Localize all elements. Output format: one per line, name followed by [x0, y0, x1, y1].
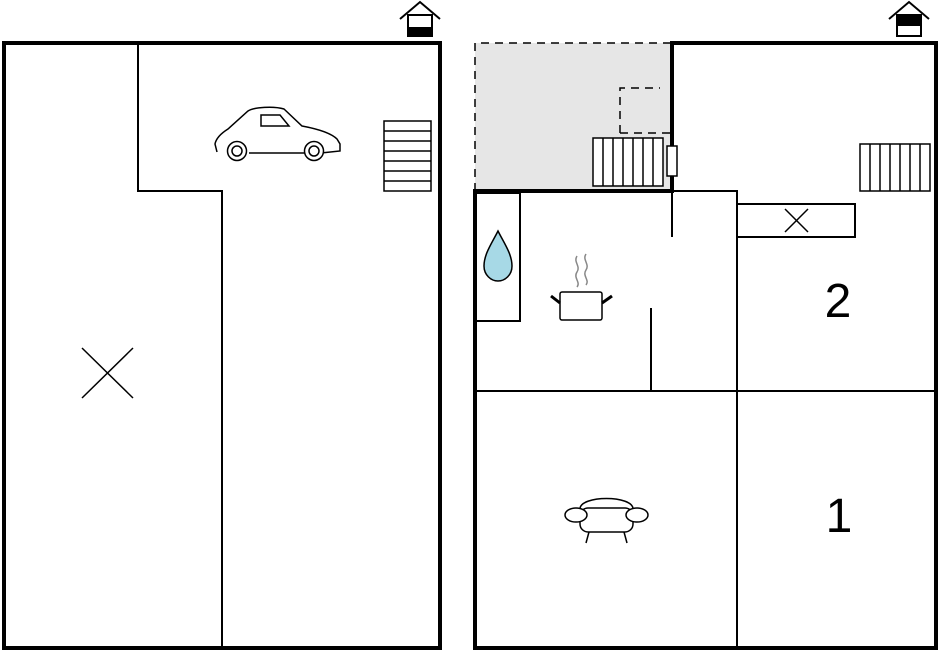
- house-level-icon: [399, 0, 441, 37]
- kitchen-bedroom-wall: [475, 190, 738, 648]
- stairs-icon: [592, 137, 664, 187]
- house-level-icon: [888, 0, 930, 37]
- stairs-icon: [859, 143, 931, 192]
- cooking-pot-icon: [550, 253, 613, 321]
- closet-cross-icon: [737, 203, 856, 238]
- terrace-dashed-border: [474, 42, 672, 191]
- sofa-icon: [564, 497, 649, 544]
- stairs-icon: [383, 120, 432, 192]
- first-floor-plan: 2 1: [473, 0, 938, 650]
- door-frame: [666, 145, 678, 177]
- bathroom-niche: [474, 192, 521, 322]
- room-1-label: 1: [826, 490, 853, 543]
- room-2-label: 2: [825, 275, 852, 328]
- storage-cross-icon: [81, 347, 134, 399]
- dashed-shaft: [619, 87, 660, 133]
- water-drop-icon: [483, 229, 513, 282]
- car-icon: [214, 106, 341, 162]
- garage-wall: [137, 43, 223, 648]
- ground-floor-plan: [2, 0, 442, 650]
